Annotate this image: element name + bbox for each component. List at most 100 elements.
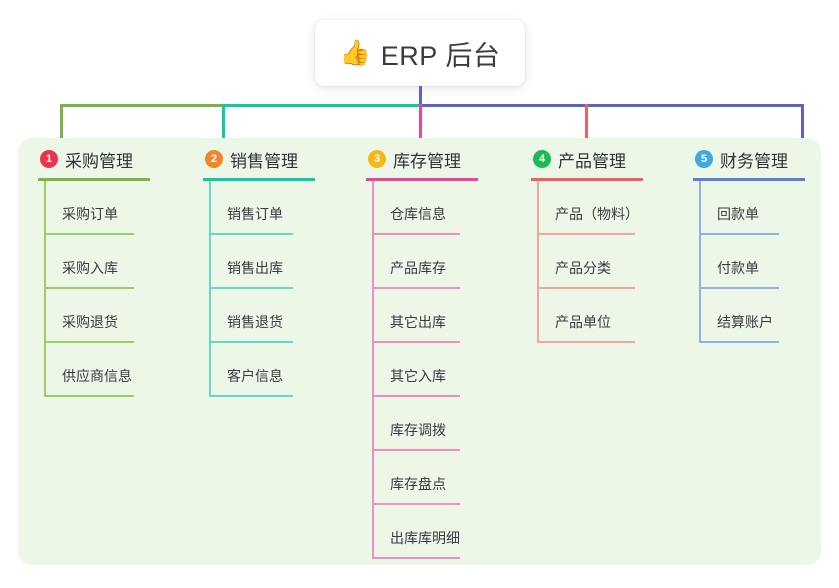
branch-header-4[interactable]: 4 产品管理 [531,146,681,172]
branch-badge-1: 1 [40,150,58,168]
branches-panel [18,138,821,565]
root-node-erp-backend[interactable]: 👍 ERP 后台 [315,20,525,86]
leaf-label: 付款单 [717,260,759,276]
leaf-node[interactable]: 出库库明细 [366,505,516,559]
leaf-label: 回款单 [717,206,759,222]
thumbs-up-icon: 👍 [339,38,371,67]
branch-column-2: 2 销售管理销售订单销售出库销售退货客户信息 [203,146,353,397]
drop-line-ednfinance [801,104,804,148]
branch-title-3: 库存管理 [393,151,461,171]
branch-column-5: 5 财务管理回款单付款单结算账户 [693,146,839,343]
leaf-label: 销售出库 [227,260,283,276]
leaf-node[interactable]: 供应商信息 [38,343,188,397]
leaf-node[interactable]: 结算账户 [693,289,839,343]
leaf-underline [209,341,293,343]
branch-leaves-2: 销售订单销售出库销售退货客户信息 [203,181,353,397]
branch-spine-5 [699,181,701,343]
leaf-node[interactable]: 客户信息 [203,343,353,397]
leaf-node[interactable]: 采购退货 [38,289,188,343]
leaf-label: 其它入库 [390,368,446,384]
leaf-underline [44,341,134,343]
leaf-underline [209,233,293,235]
branch-spine-3 [372,181,374,559]
leaf-label: 采购入库 [62,260,118,276]
leaf-label: 采购订单 [62,206,118,222]
drop-line-purchase [60,104,63,148]
branch-header-2[interactable]: 2 销售管理 [203,146,353,172]
leaf-node[interactable]: 产品单位 [531,289,681,343]
leaf-label: 销售退货 [227,314,283,330]
branch-underline-2 [203,178,315,181]
leaf-underline [537,341,635,343]
leaf-label: 供应商信息 [62,368,132,384]
branch-underline-4 [531,178,643,181]
leaf-node[interactable]: 其它出库 [366,289,516,343]
leaf-underline [372,503,460,505]
leaf-label: 产品库存 [390,260,446,276]
branch-badge-2: 2 [205,150,223,168]
leaf-node[interactable]: 销售订单 [203,181,353,235]
leaf-node[interactable]: 销售出库 [203,235,353,289]
leaf-underline [537,233,635,235]
branch-title-2: 销售管理 [230,151,298,171]
branch-leaves-5: 回款单付款单结算账户 [693,181,839,343]
leaf-underline [372,233,460,235]
leaf-underline [372,287,460,289]
branch-spine-4 [537,181,539,343]
leaf-label: 仓库信息 [390,206,446,222]
branch-title-4: 产品管理 [558,151,626,171]
drop-line-product [585,104,588,148]
leaf-label: 结算账户 [717,314,773,330]
leaf-node[interactable]: 采购入库 [38,235,188,289]
leaf-label: 采购退货 [62,314,118,330]
branch-leaves-4: 产品（物料） 产品分类产品单位 [531,181,681,343]
bus-segment-sales [222,104,420,107]
leaf-underline [209,395,293,397]
leaf-label: 产品单位 [555,314,611,330]
leaf-node[interactable]: 仓库信息 [366,181,516,235]
leaf-underline [372,341,460,343]
leaf-underline [209,287,293,289]
leaf-node[interactable]: 产品库存 [366,235,516,289]
root-node-title: ERP 后台 [380,40,501,71]
drop-line-sales [222,104,225,148]
leaf-label: 客户信息 [227,368,283,384]
leaf-node[interactable]: 产品（物料） [531,181,681,235]
leaf-label: 其它出库 [390,314,446,330]
branch-title-5: 财务管理 [720,151,788,171]
leaf-underline [372,395,460,397]
leaf-underline [699,287,779,289]
leaf-node[interactable]: 采购订单 [38,181,188,235]
drop-line-inventory [419,104,422,148]
leaf-node[interactable]: 库存盘点 [366,451,516,505]
branch-leaves-3: 仓库信息产品库存其它出库其它入库库存调拨库存盘点出库库明细 [366,181,516,559]
leaf-node[interactable]: 销售退货 [203,289,353,343]
leaf-underline [372,449,460,451]
leaf-node[interactable]: 回款单 [693,181,839,235]
leaf-label: 库存盘点 [390,476,446,492]
leaf-underline [699,233,779,235]
branch-badge-4: 4 [533,150,551,168]
branch-badge-5: 5 [695,150,713,168]
branch-underline-3 [366,178,478,181]
leaf-node[interactable]: 产品分类 [531,235,681,289]
root-stem-line [419,86,422,106]
branch-underline-5 [693,178,805,181]
branch-leaves-1: 采购订单采购入库采购退货供应商信息 [38,181,188,397]
branch-underline-1 [38,178,150,181]
leaf-underline [537,287,635,289]
branch-header-5[interactable]: 5 财务管理 [693,146,839,172]
bus-segment-finance [419,104,804,107]
leaf-label: 出库库明细 [390,530,460,546]
leaf-underline [44,233,134,235]
branch-spine-1 [44,181,46,397]
leaf-node[interactable]: 库存调拨 [366,397,516,451]
bus-segment-purchase [60,104,223,107]
leaf-label: 产品分类 [555,260,611,276]
leaf-node[interactable]: 其它入库 [366,343,516,397]
leaf-node[interactable]: 付款单 [693,235,839,289]
